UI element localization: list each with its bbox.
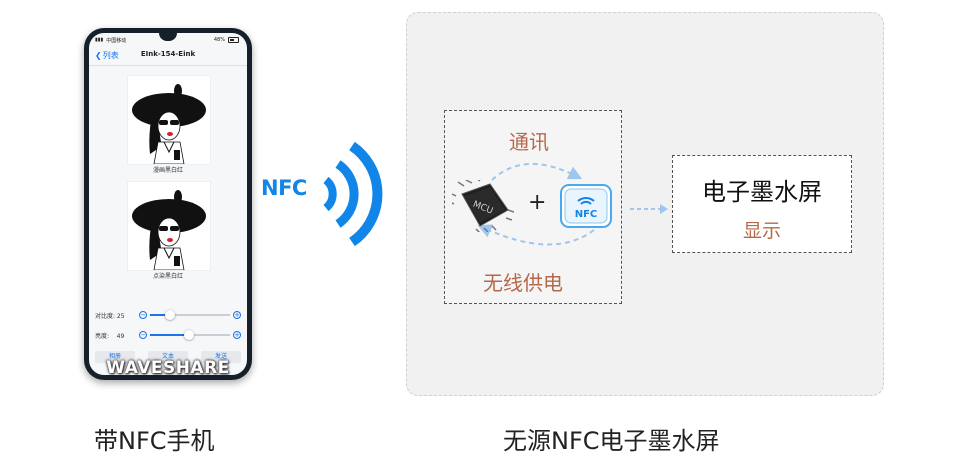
phone-screen: ▮▮▮ 中国移动 48% ❮ 列表 EInk-154-Eink (89, 33, 247, 375)
brightness-increase-button[interactable]: + (233, 331, 241, 339)
comm-arrow-to-nfc (491, 163, 583, 181)
wireless-power-label: 无线供电 (483, 271, 563, 295)
contrast-decrease-button[interactable]: − (139, 311, 147, 319)
chevron-left-icon: ❮ (95, 51, 102, 60)
plus-sign: + (528, 190, 547, 215)
back-label: 列表 (102, 51, 119, 60)
caption-nfc-phone: 带NFC手机 (94, 427, 215, 455)
back-button[interactable]: ❮ 列表 (95, 50, 119, 61)
power-arrow-to-mcu (477, 224, 595, 246)
communication-label: 通讯 (509, 130, 549, 154)
contrast-increase-button[interactable]: + (233, 311, 241, 319)
flow-arrows (477, 163, 595, 246)
nfc-wave-icon (323, 141, 383, 247)
lady-portrait-image (132, 84, 206, 165)
battery-icon (228, 37, 239, 43)
contrast-label: 对比度: 25 (95, 312, 125, 320)
brightness-decrease-button[interactable]: − (139, 331, 147, 339)
nfc-chip-icon: NFC (560, 184, 612, 228)
phone-button-row: 相册 文本 发送 (95, 351, 241, 365)
image-card-dither[interactable] (127, 181, 211, 271)
waveshare-watermark: WAVESHARE (106, 358, 230, 378)
phone: ▮▮▮ 中国移动 48% ❮ 列表 EInk-154-Eink (84, 28, 252, 380)
contrast-slider-row: 对比度: 25 − + (95, 309, 241, 321)
signal-icon: ▮▮▮ (95, 37, 104, 43)
contrast-slider[interactable] (150, 310, 230, 320)
contrast-slider-thumb[interactable] (165, 310, 175, 320)
nfc-chip-text: NFC (575, 209, 598, 220)
caption-passive-nfc-eink: 无源NFC电子墨水屏 (503, 427, 720, 455)
brightness-slider-thumb[interactable] (184, 330, 195, 340)
arrow-to-screen (630, 204, 668, 214)
album-button[interactable]: 相册 (95, 351, 135, 363)
text-button[interactable]: 文本 (148, 351, 188, 363)
carrier-text: 中国移动 (106, 37, 127, 44)
image-card-comic[interactable] (127, 75, 211, 165)
brightness-slider-row: 亮度: 49 − + (95, 329, 241, 341)
nfc-signal-label: NFC (261, 176, 307, 200)
eink-screen-subtitle: 显示 (742, 220, 781, 242)
contrast-slider-fill (150, 314, 170, 316)
brightness-label: 亮度: 49 (95, 332, 125, 340)
send-button[interactable]: 发送 (201, 351, 241, 363)
status-bar: ▮▮▮ 中国移动 48% (95, 35, 239, 45)
nav-title: EInk-154-Eink (140, 50, 196, 58)
brightness-slider-fill (150, 334, 190, 336)
image-caption-dither: 点染黑白红 (152, 273, 183, 280)
brightness-slider[interactable] (150, 330, 230, 340)
mcu-chip-icon: MCU (452, 180, 514, 232)
nav-bar: ❮ 列表 EInk-154-Eink (89, 47, 247, 66)
image-caption-comic: 漫画黑白红 (152, 167, 183, 174)
phone-notch (159, 33, 177, 41)
eink-screen-title: 电子墨水屏 (702, 178, 822, 206)
battery-text: 48% (213, 37, 225, 43)
lady-portrait-dithered-image (132, 190, 206, 271)
eink-screen-box (672, 155, 852, 253)
